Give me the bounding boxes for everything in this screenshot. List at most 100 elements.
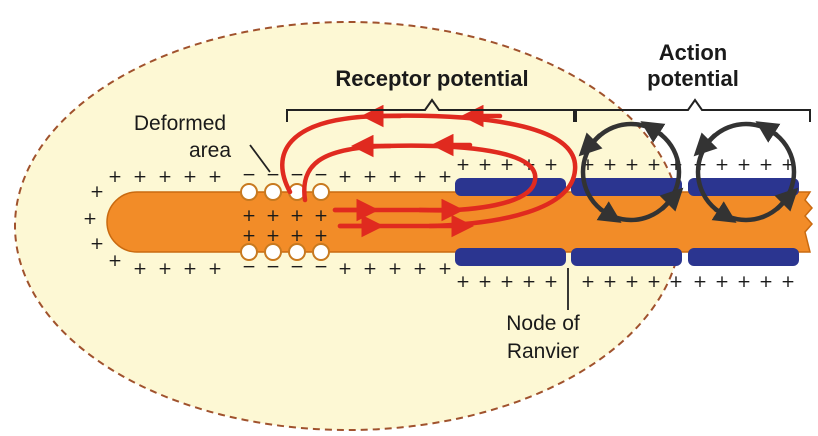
current-arrow <box>774 187 799 212</box>
ion-channel <box>312 183 330 201</box>
positive-charge: + <box>388 259 402 279</box>
positive-charge: + <box>133 167 147 187</box>
positive-charge: + <box>438 259 452 279</box>
current-arrow <box>596 201 622 223</box>
ion-channel <box>264 183 282 201</box>
positive-charge: + <box>158 259 172 279</box>
negative-charge: − <box>242 257 256 277</box>
positive-charge: + <box>208 167 222 187</box>
action-potential-label-line1: Action <box>659 40 727 65</box>
positive-charge: + <box>737 272 751 292</box>
positive-charge: + <box>647 272 661 292</box>
myelin-segment <box>688 178 799 196</box>
positive-charge: + <box>500 272 514 292</box>
ion-channel <box>312 243 330 261</box>
current-arrow <box>659 187 684 212</box>
inner-positive-charge: + <box>290 226 304 246</box>
positive-charge: + <box>456 155 470 175</box>
current-arrow <box>578 132 603 157</box>
receptor-potential-label: Receptor potential <box>335 66 528 91</box>
receptor-current-loop-outer <box>280 113 578 229</box>
positive-charge: + <box>338 259 352 279</box>
negative-charge: − <box>290 257 304 277</box>
positive-charge: + <box>759 155 773 175</box>
positive-charge: + <box>183 167 197 187</box>
inner-positive-charge: + <box>290 206 304 226</box>
positive-charge: + <box>338 167 352 187</box>
positive-charge: + <box>413 167 427 187</box>
myelin-segment <box>571 178 682 196</box>
receptor-current-loop-inner <box>302 143 538 213</box>
deformed-area-leader <box>249 144 271 173</box>
positive-charge: + <box>478 155 492 175</box>
receptor-potential-brace <box>286 98 575 122</box>
action-current-loops <box>578 121 799 223</box>
node-of-ranvier-label-line2: Ranvier <box>507 340 579 363</box>
positive-charge: + <box>478 272 492 292</box>
negative-charge: − <box>242 165 256 185</box>
myelin-segment <box>455 178 566 196</box>
negative-charge: − <box>314 257 328 277</box>
inner-positive-charge: + <box>242 206 256 226</box>
positive-charge: + <box>108 167 122 187</box>
positive-charge: + <box>388 167 402 187</box>
positive-charge: + <box>522 272 536 292</box>
myelin-sheath <box>455 178 799 266</box>
positive-charge: + <box>759 272 773 292</box>
positive-charge: + <box>544 155 558 175</box>
positive-charge: + <box>737 155 751 175</box>
positive-charge: + <box>581 272 595 292</box>
ion-channel <box>264 243 282 261</box>
positive-charge: + <box>438 167 452 187</box>
node-of-ranvier-label-line1: Node of <box>506 312 580 335</box>
current-arrow <box>640 121 666 143</box>
positive-charge: + <box>715 272 729 292</box>
myelin-segment <box>455 248 566 266</box>
positive-charge: + <box>90 182 104 202</box>
positive-charge: + <box>108 251 122 271</box>
deformed-area-label-line2: area <box>189 139 231 162</box>
positive-charge: + <box>544 272 558 292</box>
positive-charge: + <box>90 234 104 254</box>
current-arrow <box>711 201 737 223</box>
positive-charge: + <box>625 155 639 175</box>
positive-charge: + <box>183 259 197 279</box>
positive-charge: + <box>133 259 147 279</box>
positive-charge: + <box>158 167 172 187</box>
positive-charge: + <box>363 259 377 279</box>
ion-channel <box>240 243 258 261</box>
negative-charge: − <box>314 165 328 185</box>
positive-charge: + <box>456 272 470 292</box>
action-potential-brace <box>575 98 811 122</box>
receptor-current-loops <box>280 104 578 238</box>
inner-positive-charge: + <box>266 226 280 246</box>
positive-charge: + <box>669 272 683 292</box>
action-current-loop <box>695 121 797 223</box>
current-arrow <box>693 132 718 157</box>
positive-charge: + <box>603 155 617 175</box>
current-arrow <box>755 121 781 143</box>
positive-charge: + <box>647 155 661 175</box>
negative-charge: − <box>266 257 280 277</box>
positive-charge: + <box>715 155 729 175</box>
positive-charge: + <box>781 272 795 292</box>
ion-channel <box>288 243 306 261</box>
deformed-area-label-line1: Deformed <box>134 112 226 135</box>
myelin-segment <box>571 248 682 266</box>
positive-charge: + <box>500 155 514 175</box>
myelin-segment <box>688 248 799 266</box>
ion-channel <box>240 183 258 201</box>
negative-charge: − <box>290 165 304 185</box>
inner-positive-charge: + <box>314 226 328 246</box>
positive-charge: + <box>413 259 427 279</box>
inner-positive-charge: + <box>242 226 256 246</box>
action-potential-label-line2: potential <box>647 66 739 91</box>
positive-charge: + <box>693 272 707 292</box>
positive-charge: + <box>208 259 222 279</box>
inner-positive-charge: + <box>266 206 280 226</box>
membrane-charges: +++++−−−−+++++++++−−−−++++++++++++++++++… <box>83 155 795 292</box>
positive-charge: + <box>363 167 377 187</box>
inner-positive-charge: + <box>314 206 328 226</box>
positive-charge: + <box>603 272 617 292</box>
